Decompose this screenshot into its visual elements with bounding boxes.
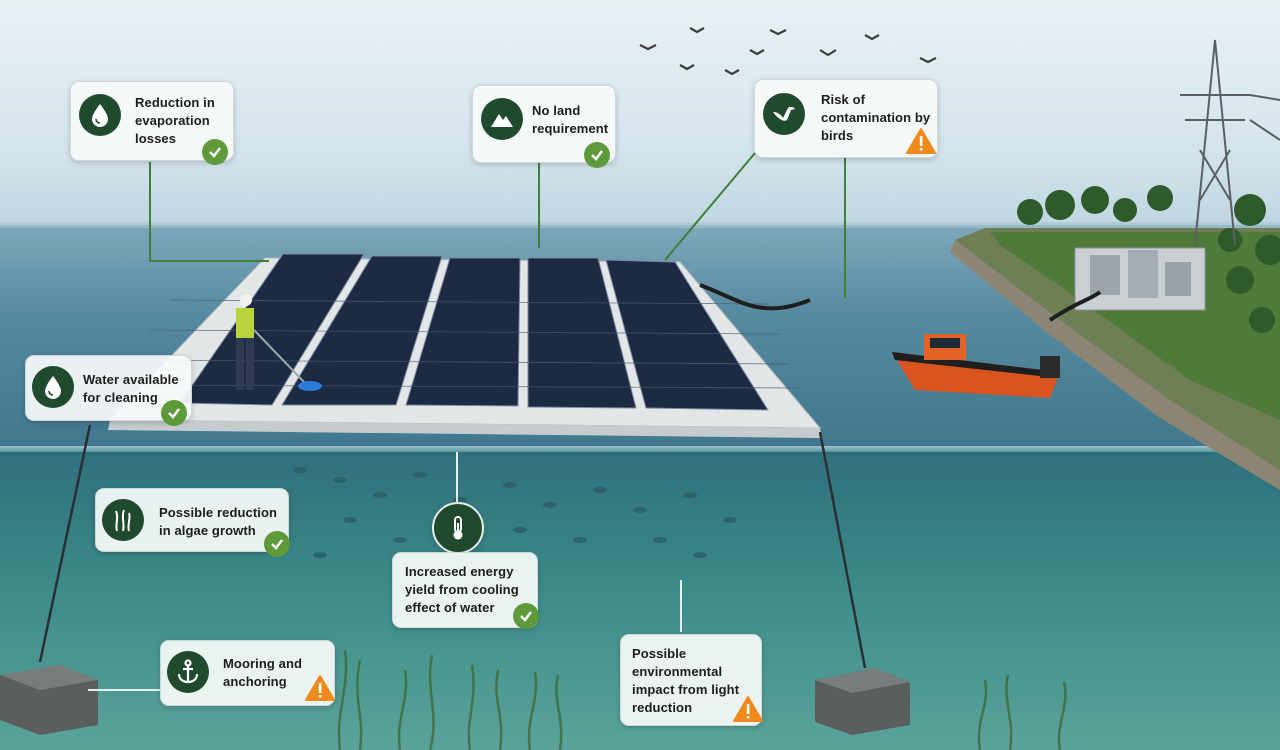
leader-line [88, 689, 160, 691]
leader-line [844, 158, 846, 298]
callout-mooring: Mooring and anchoring [160, 640, 335, 706]
callout-text: Water available for cleaning [83, 372, 179, 405]
callout-evaporation: Reduction in evaporation losses [70, 81, 234, 165]
callout-no-land: No land requirement [472, 85, 616, 168]
check-icon [202, 139, 228, 165]
callout-text: Possible reduction in algae growth [159, 505, 278, 538]
callout-birds: Risk of contamination by birds [754, 79, 938, 158]
callout-light-reduction: Possible environmental impact from light… [620, 634, 764, 726]
warning-icon [304, 674, 336, 702]
callout-text: Increased energy yield from cooling effe… [405, 564, 519, 615]
leader-line [680, 580, 682, 632]
leader-line [664, 152, 756, 261]
anchor-blocks [0, 665, 910, 735]
leader-line [149, 162, 151, 262]
transmission-pylon [1180, 39, 1280, 246]
shore-embankment [950, 185, 1280, 490]
thermometer-icon [432, 502, 484, 554]
fish-school [293, 467, 737, 558]
check-icon [513, 603, 539, 629]
callout-cooling: Increased energy yield from cooling effe… [392, 552, 539, 629]
check-icon [264, 531, 290, 557]
leader-line [149, 260, 269, 262]
callout-text: Reduction in evaporation losses [135, 95, 215, 146]
leader-line [538, 162, 540, 248]
waterline [0, 446, 1280, 452]
callout-algae: Possible reduction in algae growth [95, 488, 290, 557]
mooring-lines [38, 424, 867, 669]
maintenance-worker [236, 294, 322, 391]
check-icon [161, 400, 187, 426]
seaweed [337, 649, 1067, 750]
mountain-icon [481, 98, 523, 140]
service-boat [892, 334, 1060, 398]
water-drop-icon [32, 366, 74, 408]
birds-flock [639, 27, 937, 76]
leader-line [456, 452, 458, 502]
warning-icon [905, 127, 937, 155]
warning-icon [732, 695, 764, 723]
seaweed-icon [102, 499, 144, 541]
callout-text: Risk of contamination by birds [821, 92, 931, 143]
water-drop-icon [79, 94, 121, 136]
callout-text: Possible environmental impact from light… [632, 646, 740, 715]
anchor-icon [167, 651, 209, 693]
callout-text: Mooring and anchoring [223, 656, 303, 689]
bird-icon [763, 93, 805, 135]
solar-panel-array [179, 253, 769, 411]
callout-cleaning: Water available for cleaning [25, 355, 192, 426]
check-icon [584, 142, 610, 168]
callout-text: No land requirement [532, 103, 609, 136]
